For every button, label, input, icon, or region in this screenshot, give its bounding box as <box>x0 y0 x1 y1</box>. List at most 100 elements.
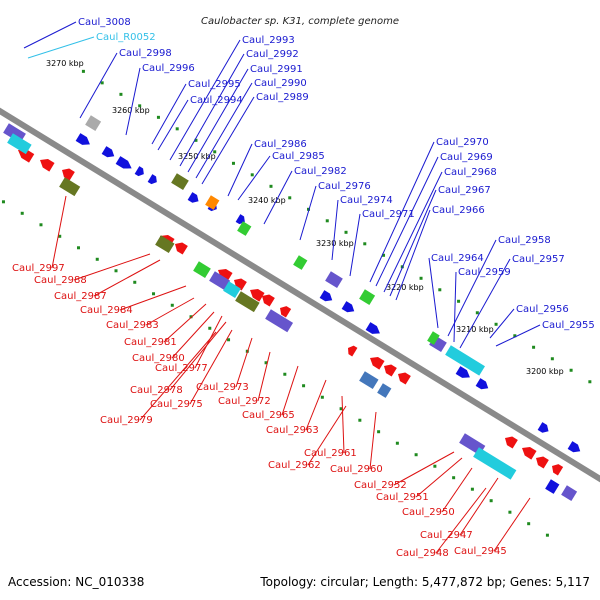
scale-dot <box>175 127 179 131</box>
gene-label: Caul_2976 <box>318 181 371 192</box>
property-box <box>223 281 241 299</box>
reverse-gene-arrow <box>175 242 188 255</box>
scale-dot <box>194 138 198 142</box>
scale-dot <box>100 81 104 85</box>
reverse-gene-arrow <box>262 294 275 307</box>
scale-dot <box>152 292 156 296</box>
scale-dot <box>320 395 324 399</box>
gene-label: Caul_R0052 <box>96 32 156 43</box>
forward-gene-arrow <box>147 174 157 185</box>
property-box <box>359 289 376 305</box>
property-box <box>235 291 260 313</box>
forward-gene-arrow <box>115 156 132 169</box>
callout-line <box>139 331 217 421</box>
scale-dot <box>138 104 142 108</box>
property-box <box>59 177 81 197</box>
gene-label: Caul_2992 <box>246 49 299 60</box>
accession-label: Accession: NC_010338 <box>8 575 145 589</box>
callout-line <box>459 477 499 536</box>
gene-label: Caul_2957 <box>512 254 565 265</box>
gene-label: Caul_2974 <box>340 195 393 206</box>
reverse-gene-arrow <box>348 345 358 357</box>
scale-dot <box>302 384 306 388</box>
gene-label: Caul_2961 <box>304 448 357 459</box>
forward-gene-arrow <box>455 366 470 378</box>
scale-dot <box>95 257 99 261</box>
gene-label: Caul_2962 <box>268 460 321 471</box>
scale-dot <box>231 161 235 165</box>
scale-dot <box>433 464 437 468</box>
property-box <box>293 255 308 270</box>
property-box <box>265 309 294 333</box>
gene-label: Caul_2983 <box>106 320 159 331</box>
reverse-gene-arrow <box>218 269 233 282</box>
callout-line <box>187 68 249 173</box>
feature-track <box>3 115 581 501</box>
forward-gene-arrow <box>537 422 549 433</box>
property-box <box>377 383 392 398</box>
callout-line <box>349 213 361 277</box>
scale-dot <box>20 211 24 215</box>
gene-label: Caul_2977 <box>155 363 208 374</box>
reverse-gene-arrow <box>384 364 397 377</box>
property-box <box>265 309 294 333</box>
forward-gene-arrow <box>134 166 144 177</box>
callout-line <box>201 96 255 185</box>
reverse-gene-arrow <box>505 436 518 449</box>
scale-dot <box>39 223 43 227</box>
scale-dot <box>213 150 217 154</box>
property-box <box>561 485 578 501</box>
scale-dot <box>395 441 399 445</box>
scale-dot <box>569 368 573 372</box>
gene-label: Caul_2951 <box>376 492 429 503</box>
gene-label: Caul_2956 <box>516 304 569 315</box>
property-box <box>85 115 102 131</box>
reverse-gene-arrow <box>250 289 265 302</box>
gene-label: Caul_2984 <box>80 305 133 316</box>
property-box <box>7 133 32 155</box>
reverse-gene-arrow <box>398 372 411 385</box>
callout-line <box>435 487 487 554</box>
forward-gene-arrow <box>341 301 355 313</box>
scale-dot <box>508 510 512 514</box>
scale-dot <box>156 115 160 119</box>
gene-label: Caul_2947 <box>420 530 473 541</box>
scale-label: 3230 kbp <box>316 239 354 248</box>
property-box <box>205 195 220 210</box>
reverse-gene-arrow <box>370 357 385 370</box>
gene-label: Caul_2965 <box>242 410 295 421</box>
gene-label: Caul_2952 <box>354 480 407 491</box>
property-box <box>193 261 211 279</box>
gene-label: Caul_3008 <box>78 17 131 28</box>
reverse-gene-arrow <box>348 345 358 357</box>
property-box <box>171 173 189 191</box>
callout-line <box>189 329 233 405</box>
reverse-gene-arrow <box>536 456 549 469</box>
callout-line <box>171 311 215 359</box>
gene-label: Caul_2997 <box>12 263 65 274</box>
scale-dot <box>363 242 367 246</box>
gene-label: Caul_2969 <box>440 152 493 163</box>
callout-line <box>195 82 253 179</box>
reverse-gene-arrow <box>62 168 75 181</box>
property-box <box>205 195 220 210</box>
scale-dot <box>419 276 423 280</box>
scale-dot <box>377 430 381 434</box>
callout-line <box>73 253 151 281</box>
gene-label: Caul_2964 <box>431 253 484 264</box>
callout-line <box>299 185 317 241</box>
scale-dot <box>325 219 329 223</box>
reverse-gene-arrow <box>370 357 385 370</box>
forward-gene-arrow <box>319 290 333 302</box>
gene-label: Caul_2998 <box>119 48 172 59</box>
forward-gene-arrow <box>319 290 333 302</box>
property-box <box>193 261 211 279</box>
callout-line <box>393 451 455 486</box>
gene-label: Caul_2987 <box>54 291 107 302</box>
property-box <box>473 447 517 480</box>
reverse-gene-arrow <box>505 436 518 449</box>
reverse-gene-arrow <box>218 269 233 282</box>
callout-line <box>145 297 195 326</box>
